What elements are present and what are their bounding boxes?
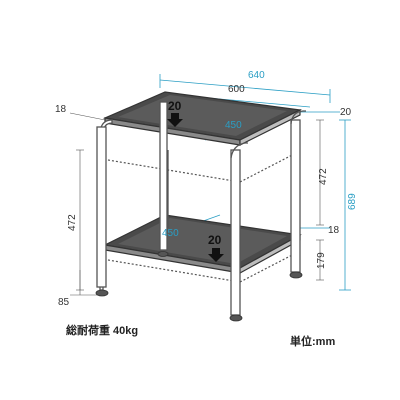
rack-legs <box>96 101 306 316</box>
label-depth-top: 450 <box>225 120 242 131</box>
label-lower-height-left: 472 <box>67 214 78 231</box>
down-arrow-icon <box>208 248 224 262</box>
top-shelf-edge-side <box>239 109 301 146</box>
load-capacity-note: 総耐荷重 40kg <box>66 325 139 337</box>
rack-feet <box>95 251 303 322</box>
down-arrow-icon <box>167 113 183 127</box>
label-foot-height: 85 <box>58 297 70 308</box>
extension-lines <box>69 112 324 296</box>
rack-frame <box>102 91 303 283</box>
unit-note: 単位:mm <box>290 336 336 348</box>
label-depth-bottom: 450 <box>162 228 179 239</box>
label-bottom-clearance: 179 <box>316 252 327 269</box>
foot-back-right <box>289 271 303 279</box>
foot-front-left <box>95 289 109 297</box>
label-top-thickness: 20 <box>168 99 182 113</box>
label-upper-height: 472 <box>318 168 329 185</box>
label-inner-width: 600 <box>228 84 245 95</box>
top-arrow <box>167 113 183 127</box>
bottom-arrow <box>208 248 224 262</box>
label-side-offset-left: 18 <box>55 104 67 115</box>
label-outer-width: 640 <box>248 70 265 81</box>
foot-front-right <box>229 314 243 322</box>
foot-back-left <box>157 251 169 257</box>
label-shelf-thickness: 18 <box>328 225 340 236</box>
label-bottom-thickness: 20 <box>208 233 222 247</box>
label-total-height: 689 <box>347 193 358 210</box>
label-side-offset-right: 20 <box>340 107 352 118</box>
